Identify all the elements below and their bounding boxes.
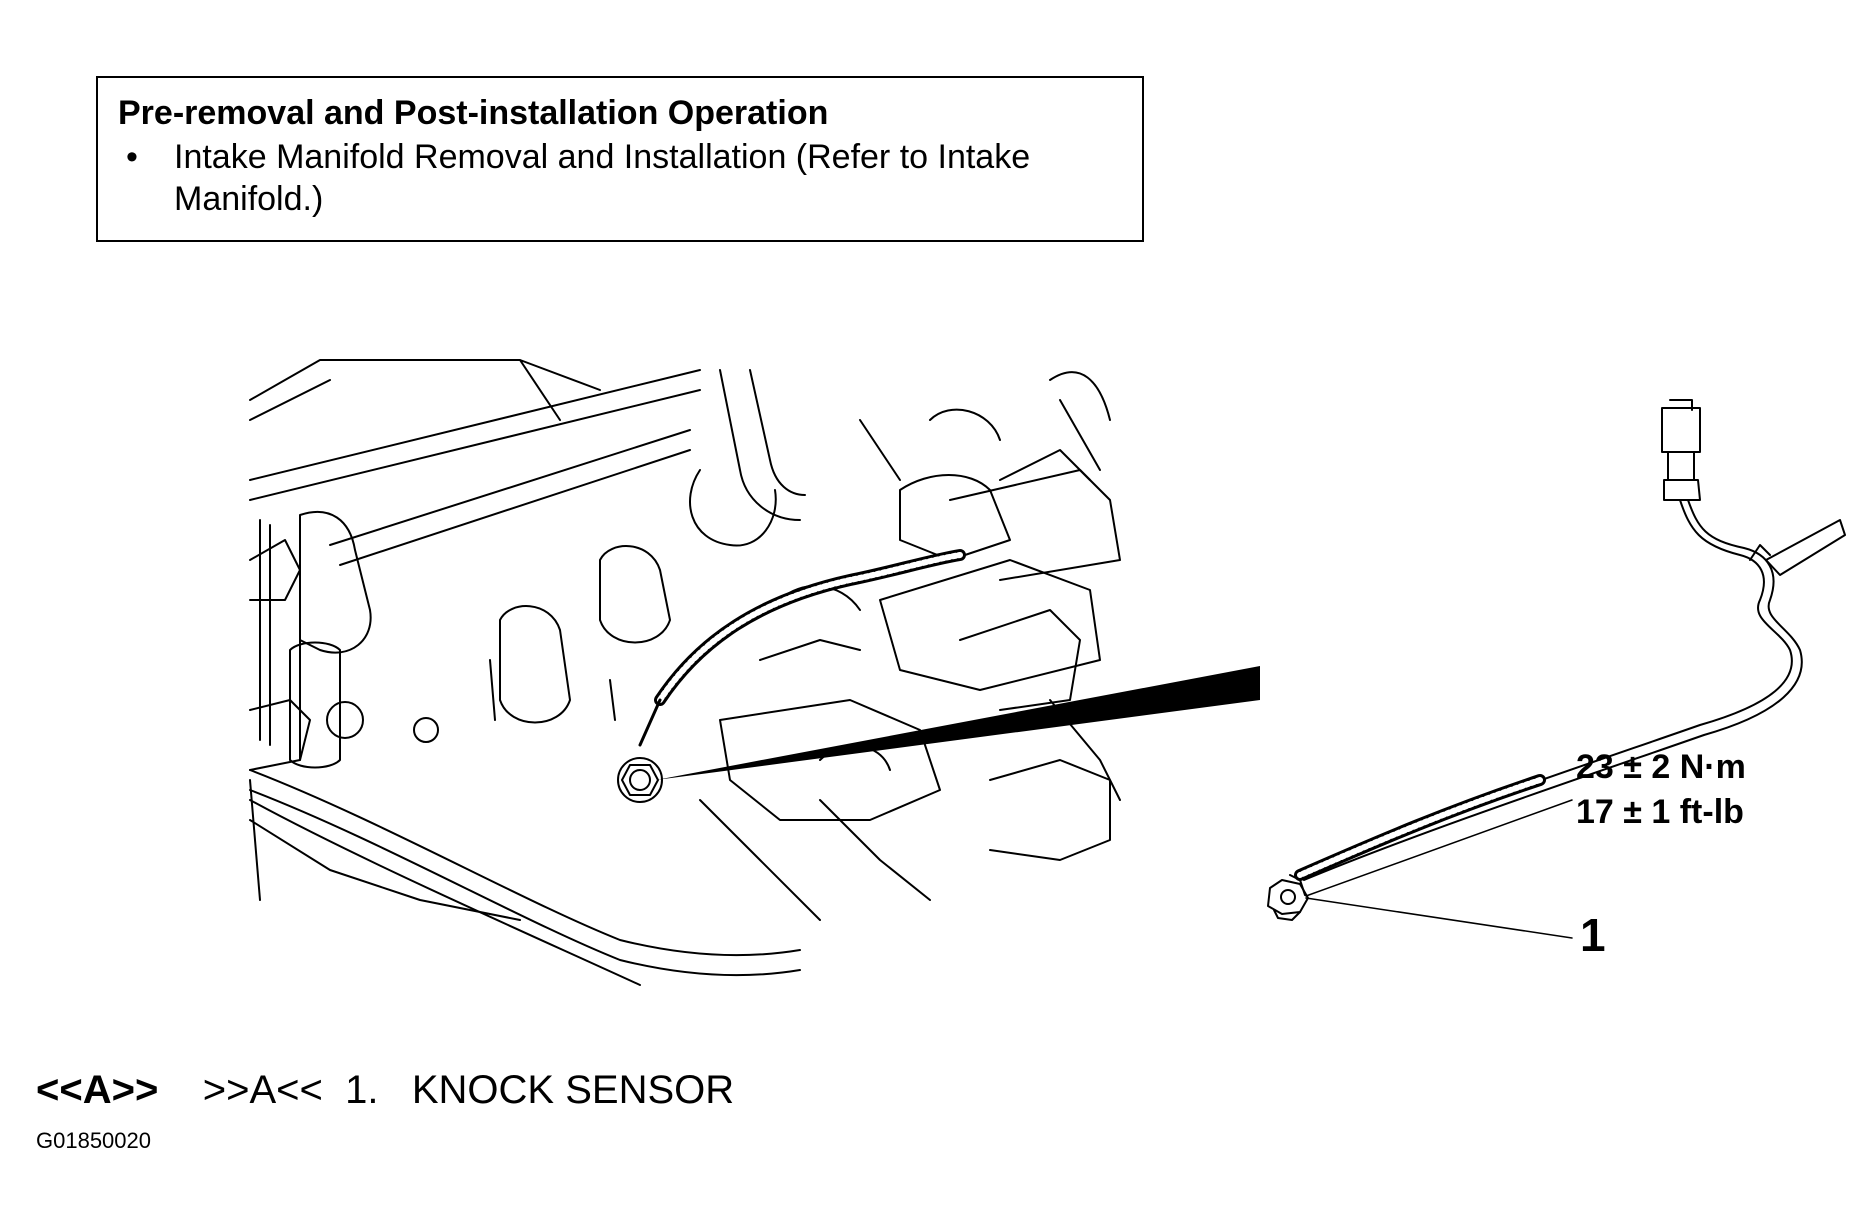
torque-imperial-label: 17 ± 1 ft-lb xyxy=(1576,793,1744,831)
callout-number: 1 xyxy=(1580,909,1606,961)
torque-metric-label: 23 ± 2 N·m xyxy=(1576,748,1746,786)
leader-wedge xyxy=(656,666,1260,780)
figure-id: G01850020 xyxy=(36,1128,151,1153)
installation-reference-mark: >>A<< xyxy=(202,1068,323,1112)
info-box-title: Pre-removal and Post-installation Operat… xyxy=(118,94,829,132)
info-box-item-text: Intake Manifold Removal and Installation… xyxy=(174,138,1031,218)
step-label: KNOCK SENSOR xyxy=(411,1068,735,1112)
step-number: 1. xyxy=(345,1068,379,1112)
procedure-step-row: <<A>> >>A<< 1. KNOCK SENSOR xyxy=(36,1068,734,1113)
bullet-icon: • xyxy=(126,138,138,176)
knock-sensor-part-drawing xyxy=(1267,399,1846,939)
pre-removal-info-box: Pre-removal and Post-installation Operat… xyxy=(96,76,1144,242)
engine-bay-drawing xyxy=(249,359,1121,986)
info-box-item: • Intake Manifold Removal and Installati… xyxy=(118,136,1142,220)
removal-reference-mark: <<A>> xyxy=(36,1068,159,1112)
